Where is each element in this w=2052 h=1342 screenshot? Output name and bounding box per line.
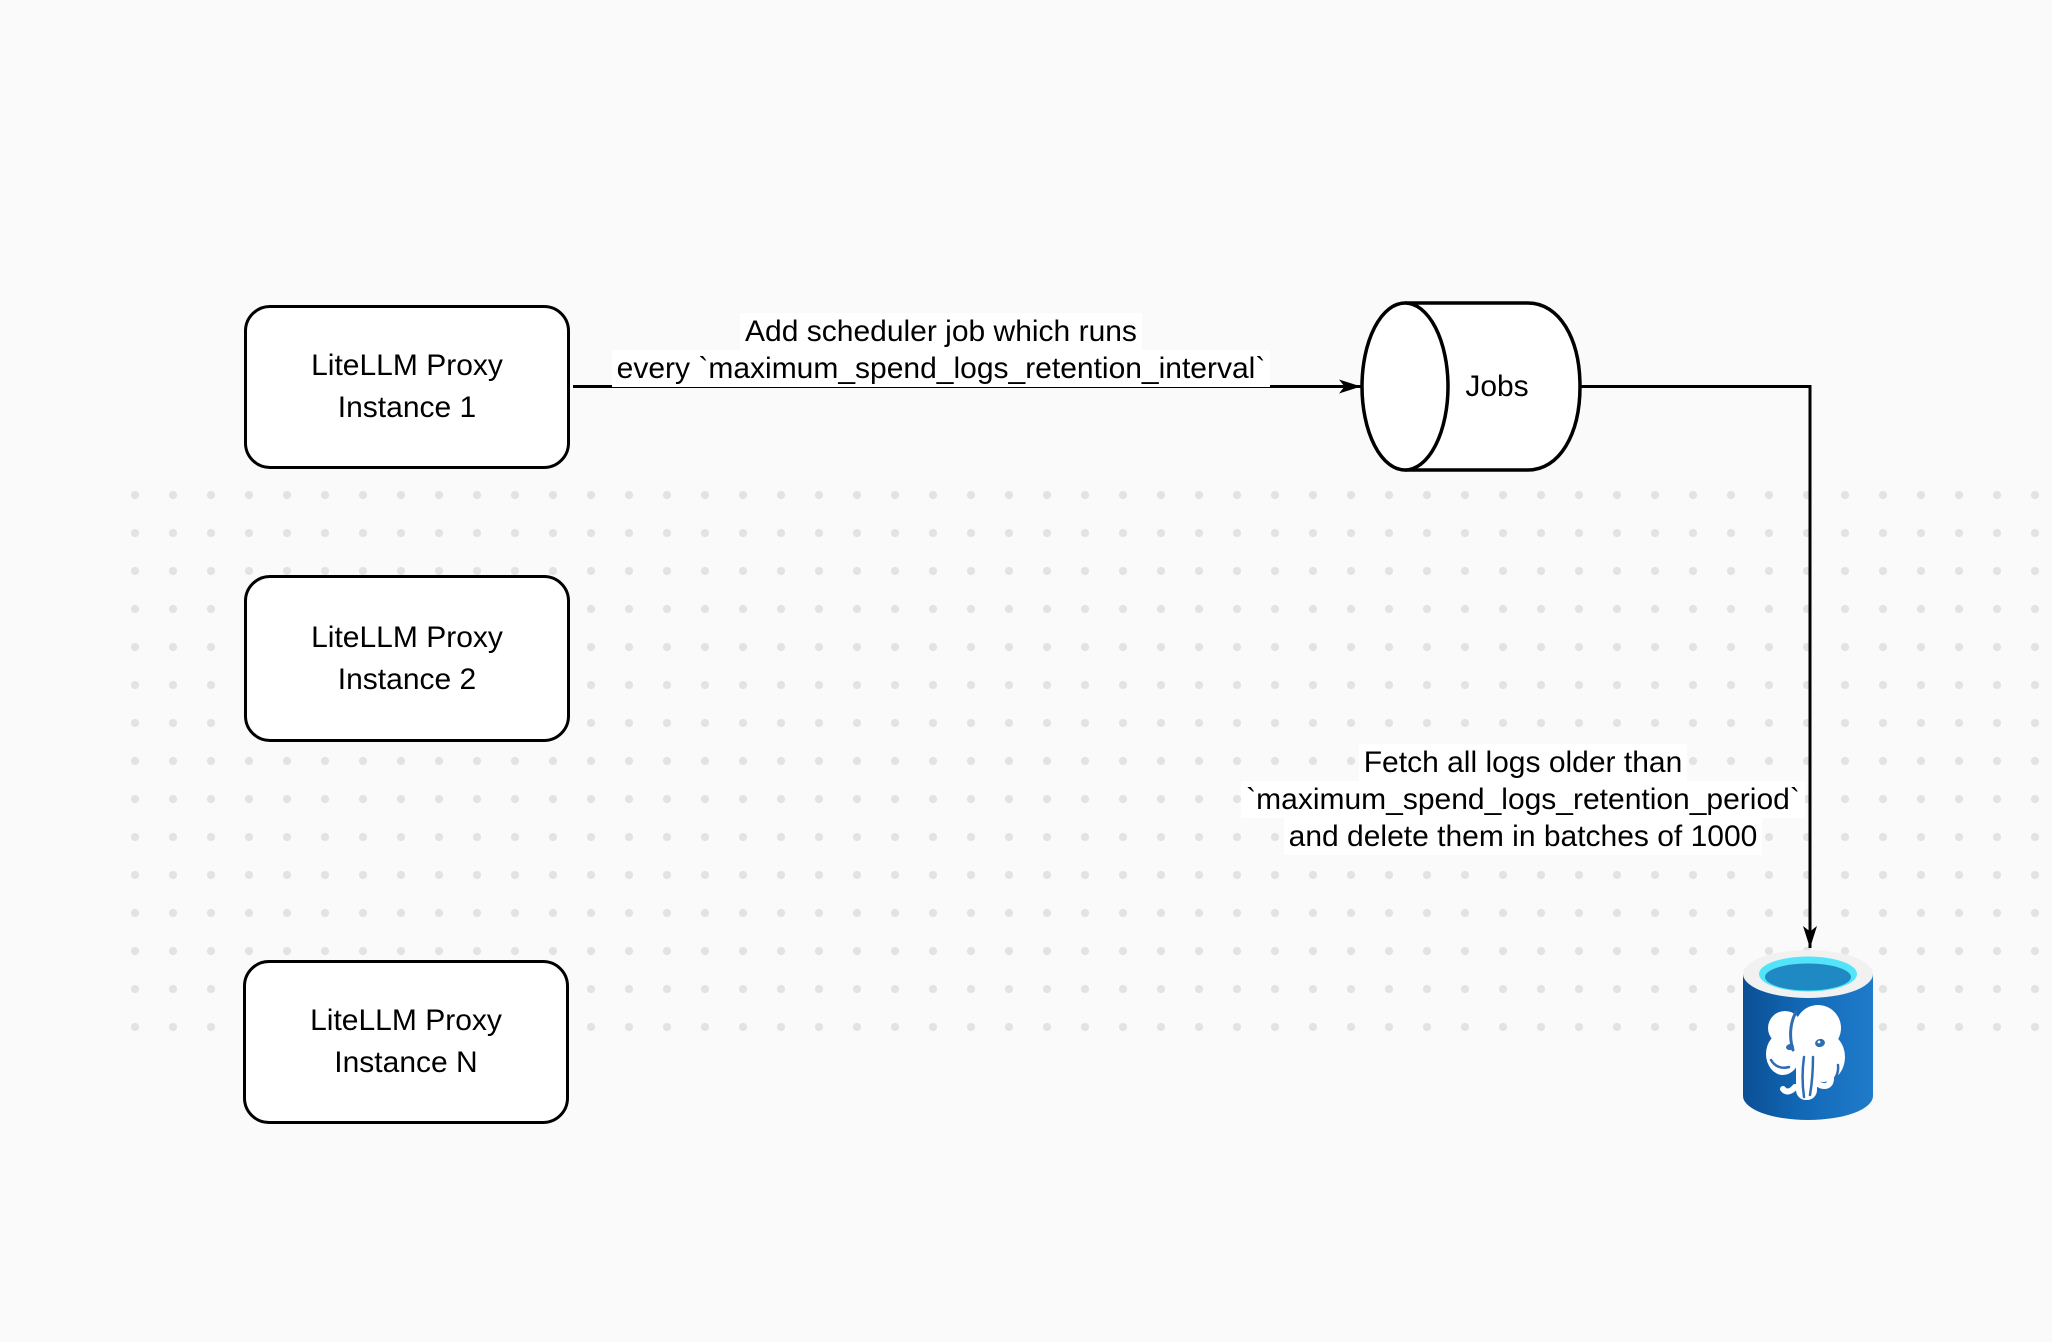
dot-grid-background [116, 476, 2052, 1046]
jobs-cylinder-body [1405, 301, 1582, 472]
edge-label-line: Fetch all logs older than [1358, 744, 1688, 781]
edge-label-line: and delete them in batches of 1000 [1283, 818, 1763, 855]
database-liquid-front [1765, 963, 1851, 991]
postgres-elephant-icon [1766, 1005, 1845, 1100]
jobs-label: Jobs [1465, 370, 1529, 403]
node-litellm-proxy-instance-2[interactable]: LiteLLM Proxy Instance 2 [244, 575, 570, 742]
node-litellm-proxy-instance-1[interactable]: LiteLLM Proxy Instance 1 [244, 305, 570, 469]
jobs-cylinder-cap [1360, 301, 1450, 472]
node-litellm-proxy-instance-n[interactable]: LiteLLM Proxy Instance N [243, 960, 569, 1124]
node-label-line: LiteLLM Proxy [311, 349, 503, 382]
node-label-line: Instance 2 [337, 662, 477, 696]
postgresql-database-icon[interactable] [1743, 950, 1873, 1120]
node-label-line: LiteLLM Proxy [310, 1004, 502, 1037]
edge-jobs-to-postgres[interactable] [1580, 385, 1817, 949]
edge-label-line: every `maximum_spend_logs_retention_inte… [611, 350, 1271, 387]
edge-label-scheduler[interactable]: Add scheduler job which runs every `maxi… [591, 313, 1291, 387]
edge-label-line: `maximum_spend_logs_retention_period` [1241, 781, 1805, 818]
node-label-line: Instance N [334, 1046, 478, 1079]
jobs-queue-cylinder[interactable] [1360, 301, 1582, 472]
node-label-line: Instance 1 [337, 391, 477, 424]
node-label-line: LiteLLM Proxy [311, 620, 503, 654]
edge-label-fetch-delete[interactable]: Fetch all logs older than `maximum_spend… [1193, 744, 1853, 855]
edge-label-line: Add scheduler job which runs [740, 313, 1142, 350]
